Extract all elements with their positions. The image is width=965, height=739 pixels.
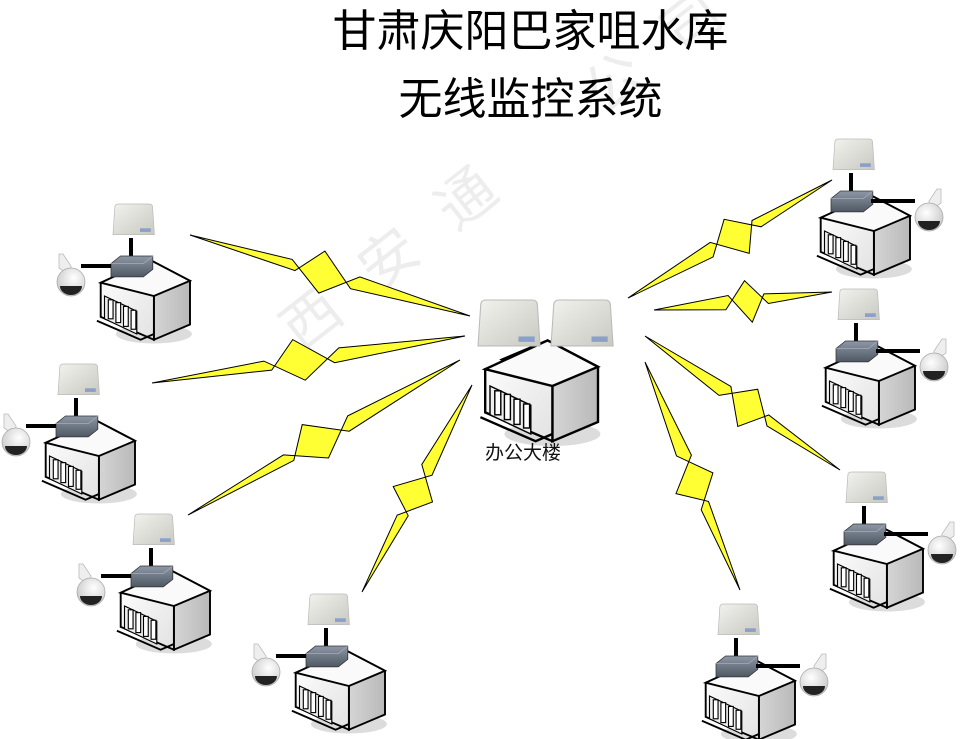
bridge-radio-icon bbox=[55, 415, 99, 438]
wireless-link-site-left-2 bbox=[151, 335, 466, 384]
wireless-link-site-right-1 bbox=[627, 179, 833, 299]
panel-antenna-icon bbox=[57, 363, 100, 396]
site-right-2[interactable] bbox=[820, 288, 949, 430]
site-right-1[interactable] bbox=[815, 138, 944, 280]
panel-antenna-icon bbox=[132, 513, 175, 546]
ptz-camera-icon bbox=[919, 338, 949, 382]
site-bottom-left[interactable] bbox=[251, 593, 388, 735]
ptz-camera-icon bbox=[251, 643, 281, 687]
wireless-link-site-left-1 bbox=[189, 234, 471, 317]
wireless-link-site-left-3 bbox=[187, 359, 461, 516]
hub-label: 办公大楼 bbox=[485, 442, 562, 464]
panel-antenna-icon bbox=[832, 138, 875, 171]
site-left-3[interactable] bbox=[76, 513, 213, 655]
ptz-camera-icon bbox=[1, 413, 31, 457]
site-left-2[interactable] bbox=[1, 363, 138, 505]
panel-antenna-icon bbox=[550, 299, 614, 347]
panel-antenna-icon bbox=[717, 603, 760, 636]
title-line-2: 无线监控系统 bbox=[398, 74, 663, 125]
bridge-radio-icon bbox=[305, 645, 349, 668]
site-left-1[interactable] bbox=[56, 203, 193, 345]
panel-antenna-icon bbox=[477, 299, 541, 347]
panel-antenna-icon bbox=[845, 471, 888, 504]
bridge-radio-icon bbox=[835, 340, 879, 363]
wireless-link-site-bottom-right bbox=[644, 361, 741, 591]
site-right-3[interactable] bbox=[828, 471, 957, 613]
ptz-camera-icon bbox=[914, 188, 944, 232]
bridge-radio-icon bbox=[110, 255, 154, 278]
bridge-radio-icon bbox=[830, 190, 874, 213]
wireless-links bbox=[151, 179, 841, 593]
bridge-radio-icon bbox=[130, 565, 174, 588]
panel-antenna-icon bbox=[112, 203, 155, 236]
building-icon bbox=[479, 339, 602, 448]
title-line-1: 甘肃庆阳巴家咀水库 bbox=[332, 6, 729, 57]
ptz-camera-icon bbox=[927, 521, 957, 565]
ptz-camera-icon bbox=[56, 253, 86, 297]
wireless-link-site-right-2 bbox=[653, 279, 833, 324]
panel-antenna-icon bbox=[307, 593, 350, 626]
wireless-link-site-right-3 bbox=[644, 335, 841, 471]
ptz-camera-icon bbox=[76, 563, 106, 607]
panel-antenna-icon bbox=[837, 288, 880, 321]
bridge-radio-icon bbox=[715, 655, 759, 678]
hub-office-building[interactable] bbox=[477, 299, 614, 448]
wireless-link-site-bottom-left bbox=[361, 384, 473, 593]
site-bottom-right[interactable] bbox=[700, 603, 829, 739]
bridge-radio-icon bbox=[843, 523, 887, 546]
ptz-camera-icon bbox=[799, 653, 829, 697]
